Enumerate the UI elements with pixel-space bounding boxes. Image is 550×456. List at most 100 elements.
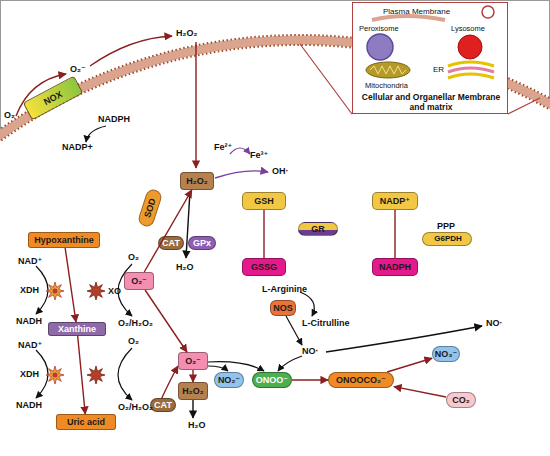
molecule-label: NADPH bbox=[98, 114, 130, 125]
molecule-label: XDH bbox=[20, 285, 39, 296]
molecule-box: H₂O₂ bbox=[180, 172, 214, 190]
molecule-label: L-Citrulline bbox=[302, 318, 350, 329]
molecule-box: NO₃⁻ bbox=[432, 346, 460, 362]
reaction-arrow bbox=[192, 400, 193, 418]
node-text: H₂O₂ bbox=[182, 386, 204, 396]
enzyme-box: NOX bbox=[23, 76, 84, 121]
molecule-box: ONOOCO₂⁻ bbox=[328, 372, 394, 388]
enzyme-box: PPPG6PDH bbox=[422, 232, 472, 246]
molecule-label: O₂ bbox=[128, 252, 139, 263]
molecule-label: NADH bbox=[16, 316, 42, 327]
inset-box: Plasma MembranePeroxisome LysosomeMitocho… bbox=[352, 2, 508, 114]
molecule-box: Uric acid bbox=[56, 414, 116, 430]
node-text: Plasma Membrane bbox=[383, 7, 450, 17]
reaction-connector bbox=[144, 190, 192, 272]
xo-enzyme-symbol bbox=[87, 366, 105, 384]
star-center bbox=[53, 289, 58, 294]
molecule-label: H₂O bbox=[176, 262, 194, 273]
node-text: NOX bbox=[42, 89, 64, 107]
reaction-arrow bbox=[286, 316, 302, 345]
node-text: Uric acid bbox=[67, 417, 105, 427]
molecule-label: H₂O₂ bbox=[176, 28, 198, 39]
node-text: Mitochondria bbox=[365, 81, 408, 90]
reaction-connector bbox=[292, 379, 328, 380]
molecule-box: GSSG bbox=[242, 258, 286, 276]
molecule-box: H₂O₂ bbox=[178, 382, 208, 400]
er-icon bbox=[448, 62, 494, 66]
node-text: O₂⁻ bbox=[185, 356, 201, 366]
enzyme-pill: CAT bbox=[150, 398, 176, 412]
reaction-connector bbox=[394, 387, 446, 397]
node-text: G6PDH bbox=[423, 234, 473, 244]
reaction-connector bbox=[192, 370, 193, 382]
node-text: GPx bbox=[193, 238, 211, 248]
node-text: NADPH bbox=[379, 262, 411, 272]
enzyme-pill: CAT bbox=[158, 236, 184, 250]
molecule-label: OH· bbox=[272, 166, 289, 177]
er-icon bbox=[448, 68, 494, 72]
xdh-enzyme-symbol bbox=[46, 282, 64, 300]
node-text: NOS bbox=[273, 303, 293, 313]
node-text: GR bbox=[311, 224, 325, 234]
vesicle-icon bbox=[482, 6, 494, 18]
node-text: GSH bbox=[254, 196, 274, 206]
node-text: NO₃⁻ bbox=[435, 349, 457, 359]
zoom-line bbox=[300, 44, 352, 114]
node-text: ER bbox=[433, 65, 444, 75]
cofactor-arc bbox=[118, 348, 132, 400]
enzyme-oval: GR bbox=[298, 222, 338, 236]
reaction-arrow bbox=[326, 326, 482, 352]
node-text: ONOO⁻ bbox=[256, 375, 288, 385]
reaction-arrow bbox=[300, 292, 314, 316]
molecule-box: ONOO⁻ bbox=[252, 372, 292, 388]
node-text: O₂⁻ bbox=[131, 276, 147, 286]
node-text: Peroxisome bbox=[359, 24, 399, 33]
er-icon bbox=[448, 74, 494, 78]
reaction-connector bbox=[65, 248, 76, 322]
reaction-connector bbox=[78, 336, 86, 414]
molecule-box: NADPH bbox=[372, 258, 418, 276]
molecule-box: O₂⁻ bbox=[178, 352, 208, 370]
reaction-connector bbox=[263, 210, 264, 258]
molecule-box: NADP⁺ bbox=[372, 192, 418, 210]
molecule-box: Xanthine bbox=[48, 322, 106, 336]
reaction-arrow bbox=[195, 42, 196, 168]
xo-enzyme-symbol bbox=[87, 282, 105, 300]
molecule-label: NO· bbox=[302, 346, 319, 357]
node-text: CO₂ bbox=[452, 395, 470, 405]
node-text: Xanthine bbox=[58, 324, 96, 334]
zoom-line bbox=[508, 98, 540, 114]
node-text: CAT bbox=[154, 400, 172, 410]
molecule-label: O₂ bbox=[4, 110, 15, 121]
molecule-label: XO bbox=[108, 286, 121, 297]
reaction-arrow bbox=[208, 366, 228, 371]
fenton-arrow bbox=[215, 171, 268, 178]
membrane-outer-dots bbox=[0, 35, 550, 456]
lysosome-icon bbox=[458, 35, 482, 59]
reaction-arrow bbox=[160, 366, 178, 402]
molecule-box: NO₂⁻ bbox=[214, 372, 244, 388]
molecule-box: O₂⁻ bbox=[124, 272, 154, 290]
enzyme-box: NOS bbox=[270, 300, 296, 316]
enzyme-pill: GPx bbox=[188, 236, 216, 250]
node-text: NO₂⁻ bbox=[218, 375, 240, 385]
node-text: Lysosome bbox=[451, 24, 485, 33]
node-text: Hypoxanthine bbox=[34, 235, 94, 245]
molecule-label: NADP+ bbox=[62, 142, 93, 153]
molecule-label: O₂⁻ bbox=[70, 64, 86, 75]
reaction-arrow bbox=[208, 362, 264, 371]
node-text: SOD bbox=[142, 197, 158, 219]
xdh-enzyme-symbol bbox=[46, 366, 64, 384]
molecule-label: O₂ bbox=[128, 336, 139, 347]
molecule-label: Fe³⁺ bbox=[250, 150, 268, 161]
molecule-box: GSH bbox=[242, 192, 286, 210]
molecule-box: CO₂ bbox=[446, 392, 476, 408]
star-center bbox=[53, 373, 58, 378]
molecule-box: Hypoxanthine bbox=[28, 232, 100, 248]
molecule-label: O₂/H₂O₂ bbox=[118, 402, 153, 413]
mitochondria-icon bbox=[366, 62, 410, 78]
cristae bbox=[370, 66, 406, 74]
molecule-label: Fe²⁺ bbox=[214, 142, 232, 153]
